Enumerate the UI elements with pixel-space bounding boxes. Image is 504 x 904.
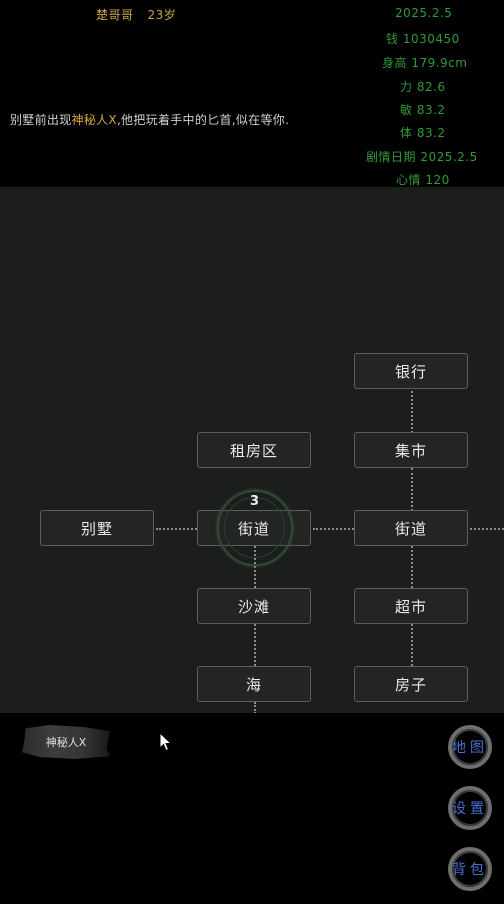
npc-button[interactable]: 神秘人X (22, 725, 110, 759)
map-menu-button[interactable]: 地图 (448, 725, 492, 769)
strength-stat: 力 82.6 (400, 80, 446, 94)
map-node-bank[interactable]: 银行 (354, 353, 468, 389)
story-suffix: ,他把玩着手中的匕首,似在等你. (116, 113, 290, 127)
connector-street-east (470, 528, 504, 530)
settings-menu-button[interactable]: 设置 (448, 786, 492, 830)
map-node-beach[interactable]: 沙滩 (197, 588, 311, 624)
map-node-market[interactable]: 集市 (354, 432, 468, 468)
connector-villa-street (156, 528, 197, 530)
money-stat: 钱 1030450 (386, 32, 460, 46)
status-panel: 楚哥哥 23岁 2025.2.5 钱 1030450 身高 179.9cm 力 8… (0, 0, 504, 187)
connector-street-street (313, 528, 354, 530)
agility-stat: 敏 83.2 (400, 103, 446, 117)
map-area: 银行 租房区 集市 别墅 街道 街道 沙滩 超市 海 房子 3 (0, 187, 504, 713)
story-npc-name: 神秘人X (71, 113, 117, 127)
connector-street-beach (254, 546, 256, 588)
connector-market-street (411, 468, 413, 511)
mouse-cursor-icon (159, 732, 173, 752)
connector-street-supermarket (411, 546, 413, 588)
height-stat: 身高 179.9cm (382, 56, 468, 70)
map-node-street[interactable]: 街道 (354, 510, 468, 546)
story-date-stat: 剧情日期 2025.2.5 (366, 150, 478, 164)
connector-supermarket-house (411, 624, 413, 666)
map-node-rental-area[interactable]: 租房区 (197, 432, 311, 468)
connector-beach-sea (254, 624, 256, 666)
mood-stat: 心情 120 (396, 173, 450, 187)
player-position-ring (217, 490, 293, 566)
map-node-sea[interactable]: 海 (197, 666, 311, 702)
player-age: 23岁 (147, 8, 177, 22)
connector-bank-market (411, 391, 413, 433)
bag-menu-button[interactable]: 背包 (448, 847, 492, 891)
player-info: 楚哥哥 23岁 (96, 6, 190, 23)
action-bar: 神秘人X 地图 设置 背包 (0, 713, 504, 904)
current-date: 2025.2.5 (395, 6, 453, 20)
story-prefix: 别墅前出现 (10, 113, 72, 127)
connector-sea-below (254, 702, 256, 713)
map-node-villa[interactable]: 别墅 (40, 510, 154, 546)
map-node-supermarket[interactable]: 超市 (354, 588, 468, 624)
story-message: 别墅前出现神秘人X,他把玩着手中的匕首,似在等你. (10, 111, 289, 128)
map-node-house[interactable]: 房子 (354, 666, 468, 702)
step-count: 3 (250, 494, 260, 509)
stamina-stat: 体 83.2 (400, 126, 446, 140)
player-position-inner-ring (224, 497, 285, 558)
player-name: 楚哥哥 (96, 8, 134, 22)
